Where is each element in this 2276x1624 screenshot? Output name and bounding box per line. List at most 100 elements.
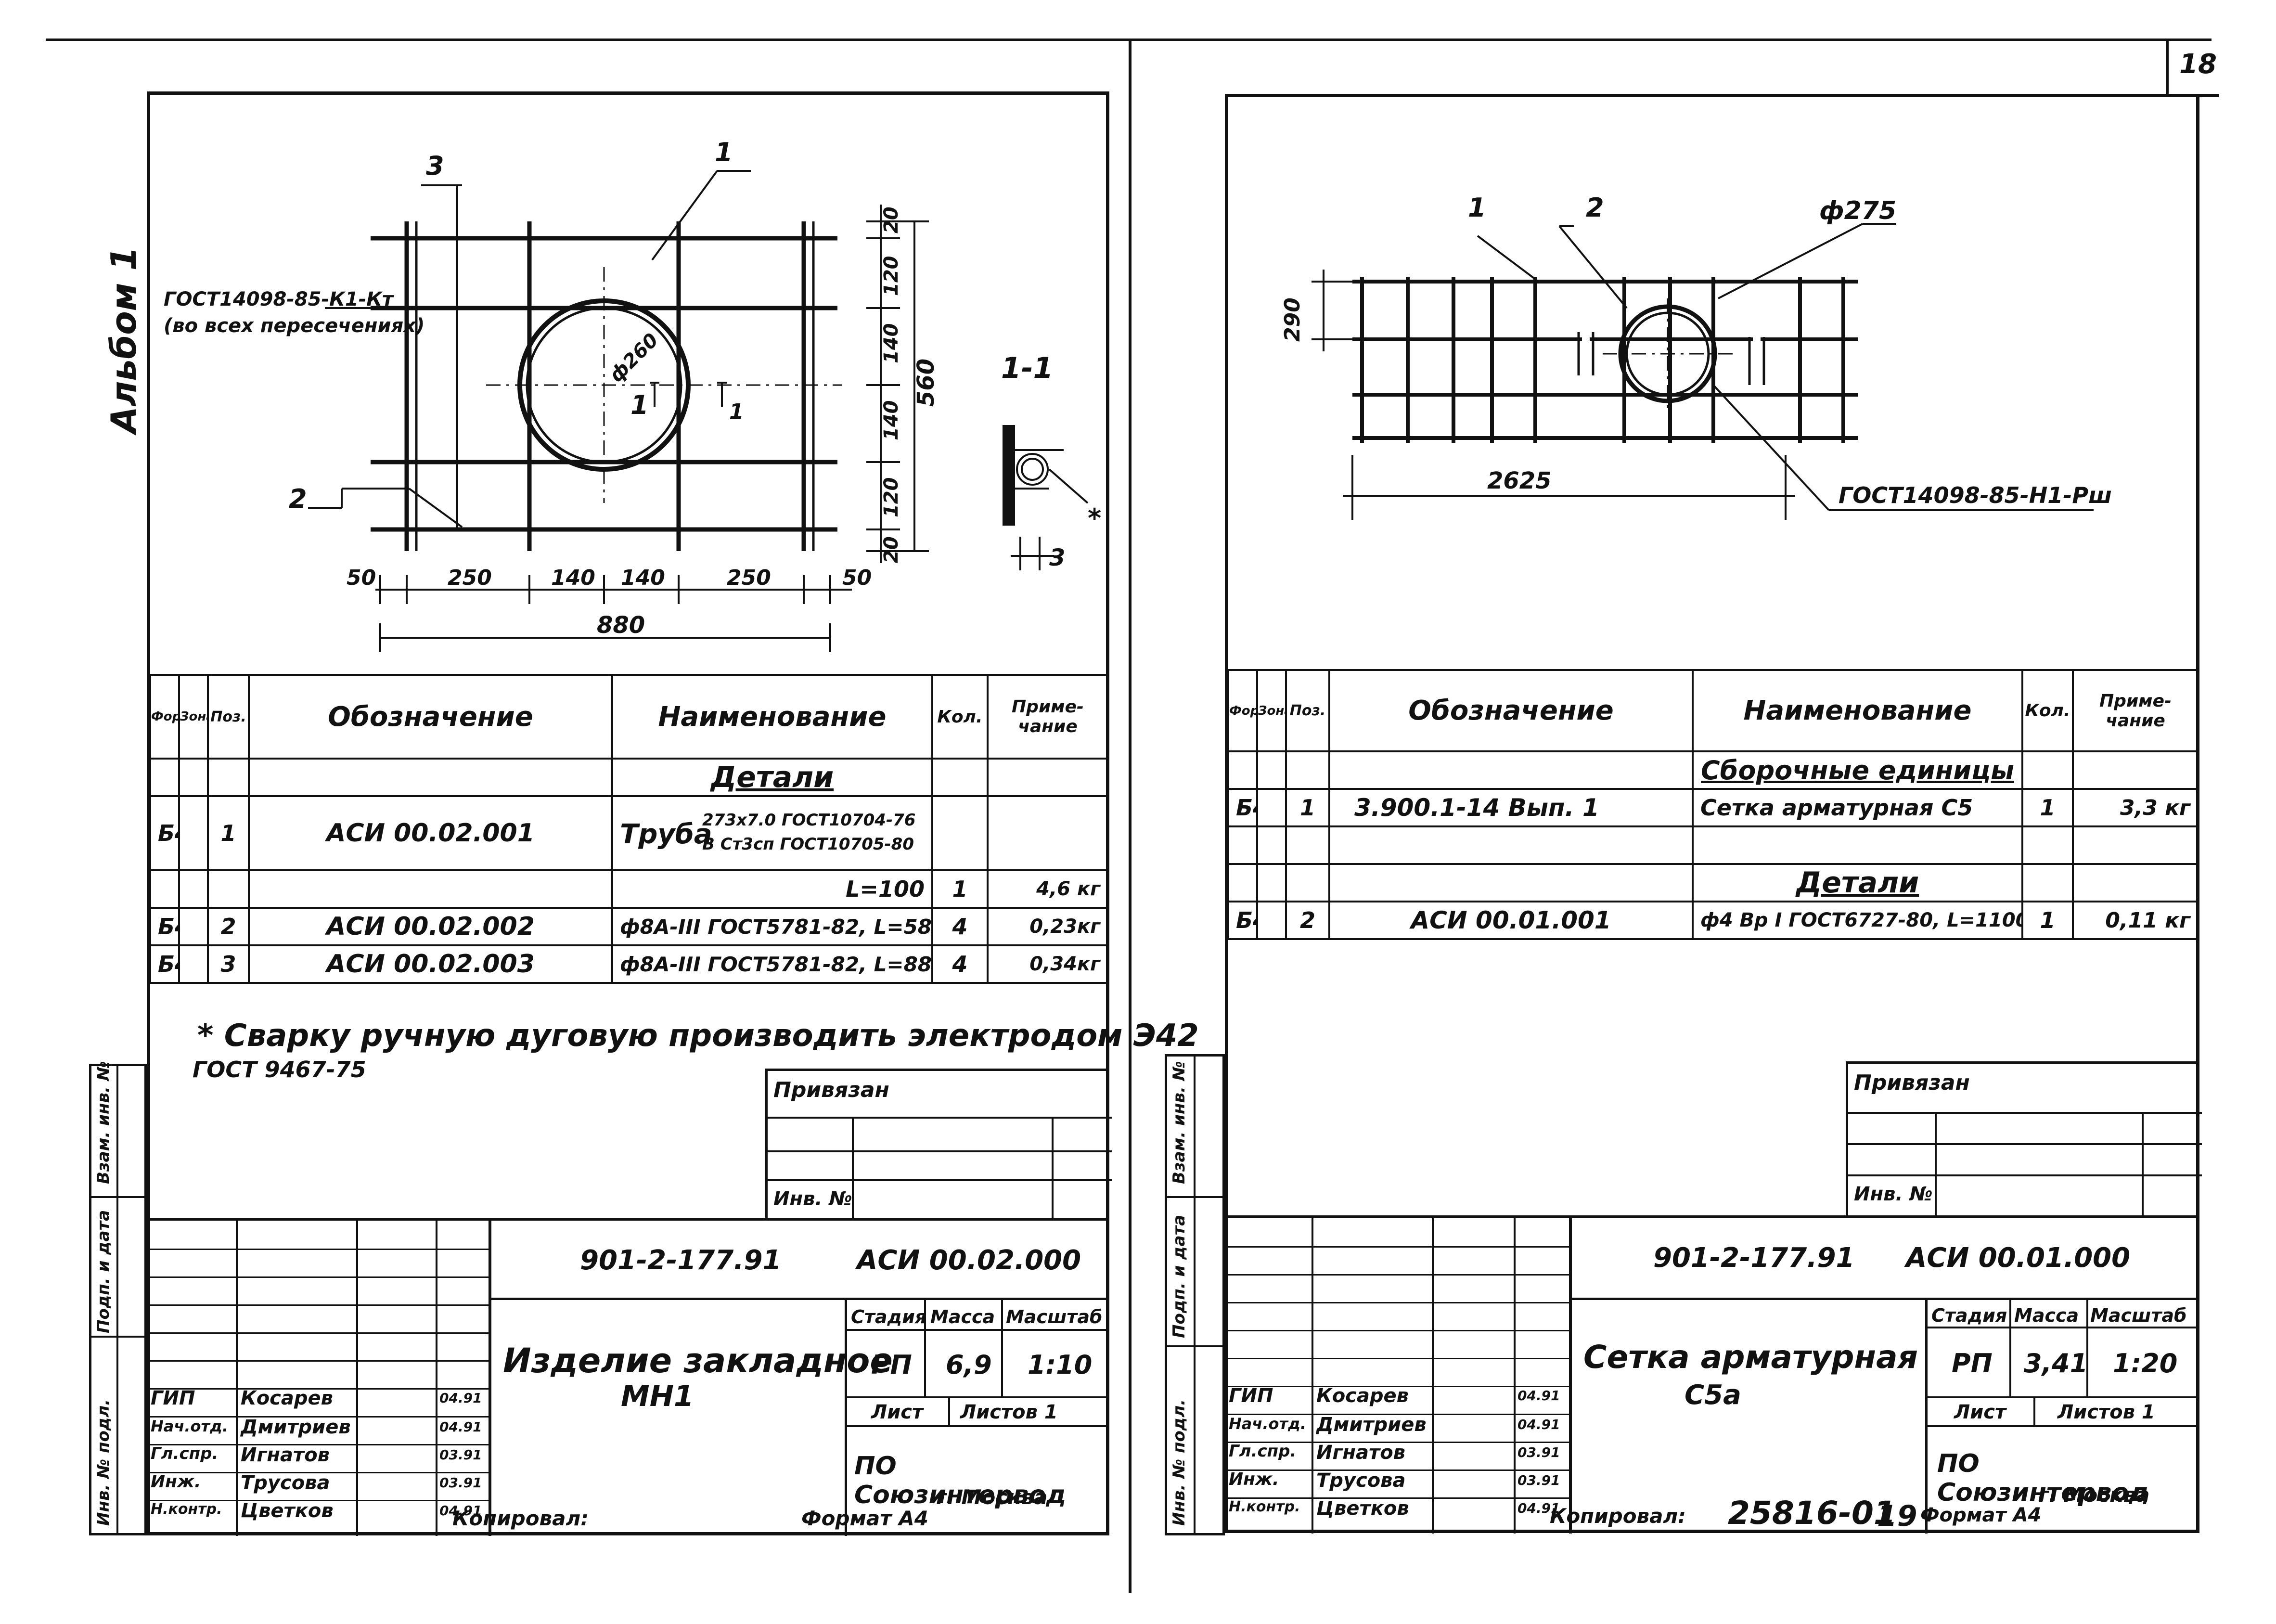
right-h-format: Формат [1227,669,1258,752]
left-section-mark: 1 [630,390,649,420]
left-r4-pos: 3 [207,944,250,984]
right-staff-4-role: Инж. [1229,1469,1279,1489]
left-r3-note: 0,23кг [987,907,1109,946]
left-h-qty: Кол. [931,674,989,760]
right-r1-format: Б4 [1227,788,1258,827]
left-staff-1-role: ГИП [151,1387,195,1409]
left-diameter: ф260 [605,329,663,387]
right-inv-label: Инв. № [1854,1183,1933,1205]
left-dim-r4: 140 [880,400,902,441]
left-h-pos: Поз. [207,674,250,760]
right-mass: 3,41 [2024,1348,2088,1379]
right-dim-height: 290 [1280,297,1305,342]
right-drawing: 1 2 ф275 290 2625 ГОСТ14098-85-Н1-Рш [1280,193,2112,520]
left-doc-mark: АСИ 00.02.000 [857,1245,1081,1276]
right-staff-2-role: Нач.отд. [1229,1415,1307,1433]
left-staff-3-role: Гл.спр. [151,1444,219,1463]
left-side-label-2: Подп. и дата [94,1210,113,1333]
right-privyazan-block: Привязан Инв. № [1846,1061,2202,1218]
left-staff-2-name: Дмитриев [241,1416,351,1438]
right-weld-note: ГОСТ14098-85-Н1-Рш [1839,482,2112,508]
right-side-label-1: Взам. инв. № [1170,1061,1189,1184]
right-side-stamp [1165,1054,1225,1535]
left-r3-name: ф8А-III ГОСТ5781-82, L=580 [611,907,933,946]
left-r1-designation: АСИ 00.02.001 [248,795,613,871]
left-dim-r6: 20 [880,536,902,563]
left-title-block: ГИП Косарев 04.91 Нач.отд. Дмитриев 04.9… [147,1218,1109,1538]
left-r4-note: 0,34кг [987,944,1109,984]
left-dim-r2: 120 [880,256,902,296]
right-org-line2: г. Москва [2038,1483,2150,1507]
right-staff-3-date: 03.91 [1517,1444,1560,1460]
right-staff-3-role: Гл.спр. [1229,1442,1297,1461]
right-staff-4-name: Трусова [1316,1469,1406,1492]
left-r3-format: Б4 [149,907,180,946]
right-dim-length: 2625 [1487,467,1552,494]
left-inv-label: Инв. № [773,1188,852,1210]
right-scale: 1:20 [2113,1348,2178,1379]
right-sheet-label: Лист [1954,1401,2006,1423]
left-note-line1: * Сварку ручную дуговую производить элек… [197,1018,1199,1054]
left-drawing: 3 1 2 ГОСТ14098-85-К1-Кт (во всех пересе… [164,137,1101,652]
left-staff-5-name: Цветков [241,1500,334,1522]
left-h-format: Формат [149,674,180,760]
right-staff-3-name: Игнатов [1316,1442,1405,1464]
left-section-mark-sub: 1 [729,400,744,424]
left-staff-4-name: Трусова [241,1472,330,1494]
left-dim-b1: 50 [347,566,376,590]
left-weld-note-2: (во всех пересечениях) [164,315,424,337]
right-title-line2: С5а [1684,1379,1741,1411]
right-title-line1: Сетка арматурная [1583,1339,1918,1376]
left-sheets-label: Листов 1 [960,1401,1058,1423]
right-diameter: ф275 [1819,196,1896,225]
left-org-line2: г. Москва [936,1485,1048,1509]
right-privyazan-label: Привязан [1854,1070,1970,1095]
left-r3-pos: 2 [207,907,250,946]
left-staff-4-date: 03.91 [439,1475,482,1491]
right-r2-name: ф4 Вр I ГОСТ6727-80, L=1100 [1692,901,2023,940]
right-r1-name: Сетка арматурная С5 [1692,788,2023,827]
left-format: Формат А4 [801,1507,928,1530]
right-staff-2-date: 04.91 [1517,1417,1560,1432]
right-doc-code: 901-2-177.91 [1653,1242,1855,1274]
right-h-qty: Кол. [2021,669,2074,752]
left-staff-1-name: Косарев [241,1387,333,1409]
left-r1-name-l2: В Ст3сп ГОСТ10705-80 [702,835,914,854]
left-dim-r1: 20 [880,206,902,233]
left-privyazan-block: Привязан Инв. № [765,1069,1112,1218]
left-mass-label: Масса [930,1306,995,1328]
left-r4-designation: АСИ 00.02.003 [248,944,613,984]
right-org-line1: ПО Союзинтервод [1937,1449,2149,1507]
left-pos-2: 2 [289,484,307,514]
left-dim-total-r: 560 [913,359,939,407]
left-doc-code: 901-2-177.91 [580,1245,782,1276]
left-title-line1: Изделие закладное [503,1341,893,1380]
page-number-box: 18 [2166,41,2219,97]
left-r4-name: ф8А-III ГОСТ5781-82, L=880 [611,944,933,984]
left-sheet-label: Лист [871,1401,924,1423]
right-staff-4-date: 03.91 [1517,1472,1560,1488]
left-staff-3-name: Игнатов [241,1444,330,1466]
left-note-line2: ГОСТ 9467-75 [193,1057,366,1083]
page-number: 18 [2179,49,2217,80]
right-staff-5-role: Н.контр. [1229,1498,1300,1515]
right-staff-1-name: Косарев [1316,1385,1409,1407]
left-spec-table: Формат Зона Поз. Обозначение Наименовани… [149,674,1109,984]
right-scale-label: Масштаб [2090,1305,2187,1326]
left-scale-label: Масштаб [1006,1306,1103,1328]
right-h-note: Приме-чание [2072,669,2199,752]
left-dim-r5: 120 [880,477,902,518]
left-dim-b3: 140 [551,566,595,590]
left-h-designation: Обозначение [248,674,613,760]
right-r2-note: 0,11 кг [2072,901,2199,940]
left-weld-note-1: ГОСТ14098-85-К1-Кт [164,288,395,310]
left-staff-1-date: 04.91 [439,1390,482,1406]
right-side-label-2: Подп. и дата [1170,1214,1189,1338]
left-mass: 6,9 [946,1350,992,1380]
left-stage: РП [871,1350,912,1380]
left-staff-2-date: 04.91 [439,1419,482,1435]
right-staff-1-date: 04.91 [1517,1388,1560,1404]
left-side-stamp [89,1064,147,1535]
album-label: Альбом 1 [103,246,144,433]
right-section-assemblies: Сборочные единицы [1692,750,2023,790]
